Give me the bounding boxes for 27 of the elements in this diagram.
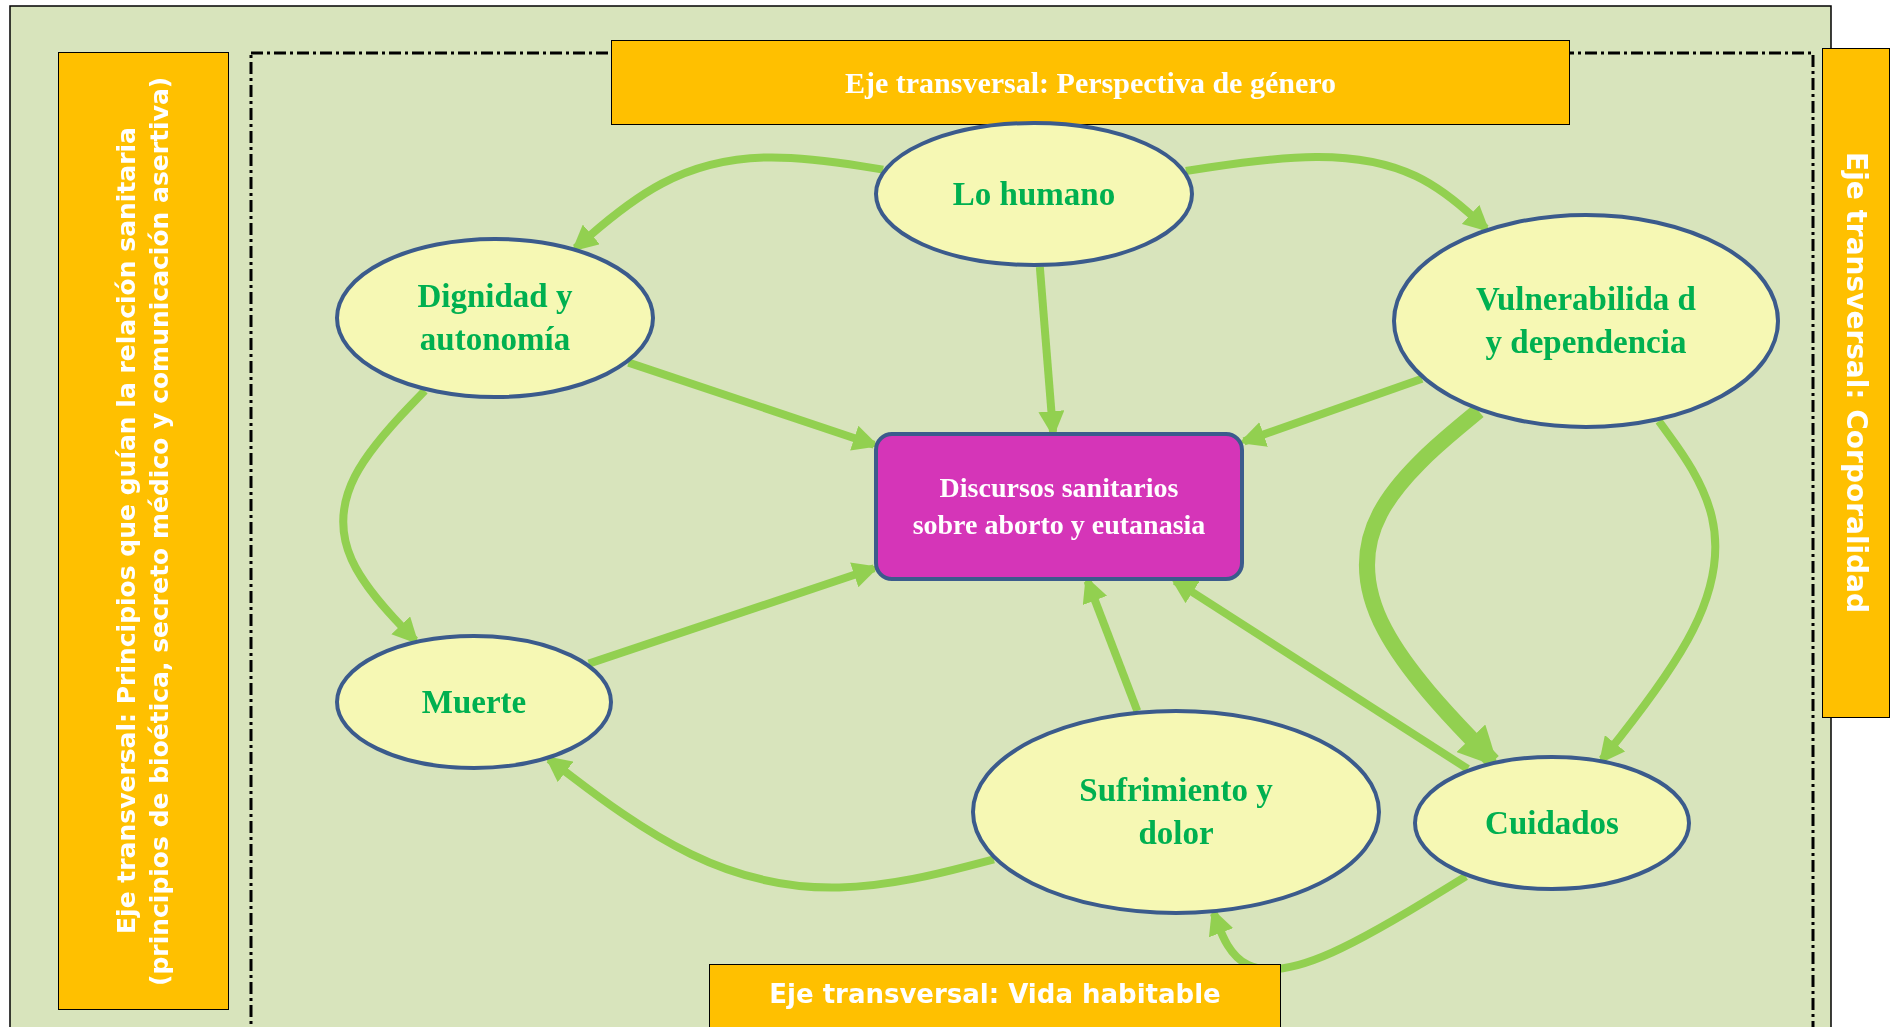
concept-ellipse	[874, 121, 1194, 267]
banner-text: Eje transversal: Corporalidad	[1839, 152, 1875, 614]
concept-label: Vulnerabilida d y dependencia	[1475, 280, 1697, 362]
concept-ellipse	[1413, 755, 1691, 891]
concept-ellipse	[971, 709, 1381, 915]
concept-label: Muerte	[420, 682, 528, 722]
banner-text: Eje transversal: Principios que guían la relación sanitaria (principios de bioética, secreto médico y comunicación asertiva)	[111, 75, 175, 988]
banner-text: Eje transversal: Perspectiva de género	[845, 65, 1336, 100]
arrow	[544, 756, 995, 892]
arrow	[1185, 152, 1490, 233]
arrow	[571, 153, 884, 252]
axis-banner	[1822, 48, 1890, 718]
concept-label: Cuidados	[1484, 803, 1620, 843]
concept-label: Dignidad y autonomía	[416, 277, 574, 359]
concept-ellipse	[1392, 213, 1780, 429]
central-label: Discursos sanitarios sobre aborto y eutanasia	[911, 471, 1207, 542]
axis-banner	[611, 40, 1570, 125]
concept-ellipse	[335, 237, 655, 399]
concept-label: Sufrimiento y dolor	[1078, 771, 1274, 853]
arrow	[1239, 374, 1424, 447]
axis-banner	[58, 52, 229, 1010]
central-box	[874, 432, 1244, 581]
axis-banner	[709, 964, 1281, 1027]
banner-text: Eje transversal: Vida habitable	[769, 979, 1221, 1009]
concept-ellipse	[335, 634, 613, 770]
arrow	[1208, 872, 1468, 974]
concept-label: Lo humano	[951, 174, 1117, 214]
